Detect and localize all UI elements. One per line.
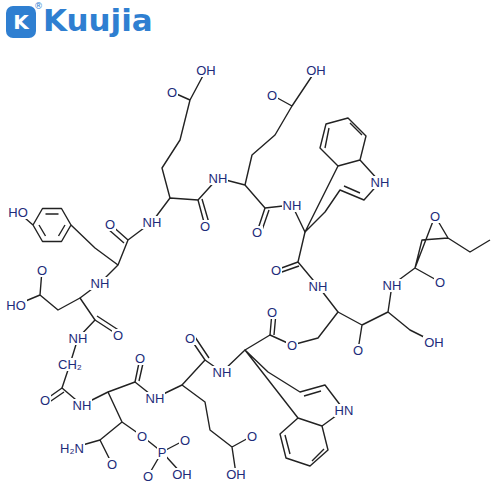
atom-label: O xyxy=(266,89,278,102)
atom-label: O xyxy=(352,344,364,357)
atom-label: O xyxy=(36,264,48,277)
atom-label: NH xyxy=(145,392,166,405)
atom-label: HN xyxy=(334,404,355,417)
atom-label: O xyxy=(199,220,211,233)
macrocycle-bonds xyxy=(62,178,338,405)
tryptophan-sidechain xyxy=(245,350,344,466)
brand-name: Kuujia xyxy=(42,5,154,36)
atom-label: OH xyxy=(195,64,217,77)
atom-label: O xyxy=(104,218,116,231)
atom-label: O xyxy=(246,430,258,443)
atom-label: O xyxy=(179,434,191,447)
atom-label: NH xyxy=(90,277,111,290)
atom-label: NH xyxy=(142,216,163,229)
atom-label: O xyxy=(166,86,178,99)
atom-label: P xyxy=(157,446,168,459)
atom-label: NH xyxy=(212,366,233,379)
trademark-mark: ® xyxy=(33,2,44,11)
logo-letter: K xyxy=(13,12,29,32)
atom-label: O xyxy=(429,210,441,223)
atom-label: O xyxy=(136,430,148,443)
atom-label: HO xyxy=(5,299,27,312)
atom-label: O xyxy=(134,352,146,365)
atom-label: O xyxy=(39,394,51,407)
atom-label: OH xyxy=(305,64,327,77)
atom-label: O xyxy=(112,329,124,342)
atom-label: OH xyxy=(423,336,445,349)
atom-label: NH xyxy=(282,199,303,212)
atom-label: CH₂ xyxy=(57,358,83,371)
carbonyl-second-bonds xyxy=(48,199,299,403)
atom-label: NH xyxy=(208,172,229,185)
atom-label: O xyxy=(434,276,446,289)
atom-label: NH xyxy=(68,332,89,345)
atom-label: NH xyxy=(308,280,329,293)
atom-label: NH xyxy=(370,176,391,189)
atom-label: NH xyxy=(382,279,403,292)
atom-label: OH xyxy=(225,468,247,481)
atom-label: O xyxy=(106,458,118,471)
atom-label: O xyxy=(286,339,298,352)
atom-label: O xyxy=(142,470,154,483)
aspartate-sidechain xyxy=(16,70,316,310)
atom-label: O xyxy=(251,226,263,239)
atom-label: O xyxy=(266,306,278,319)
logo-badge: K xyxy=(6,6,36,38)
atom-label: NH xyxy=(72,399,93,412)
tyrosine-sidechain xyxy=(18,209,118,266)
atom-label: HO xyxy=(7,206,29,219)
phospho-asparagine-sidechain xyxy=(72,392,185,476)
atom-label: OH xyxy=(171,468,193,481)
glutamate-sidechain xyxy=(182,385,252,474)
serine-lipid-chain xyxy=(338,216,490,350)
atom-label: O xyxy=(270,264,282,277)
atom-label: O xyxy=(184,332,196,345)
atom-label: H₂N xyxy=(59,442,85,455)
